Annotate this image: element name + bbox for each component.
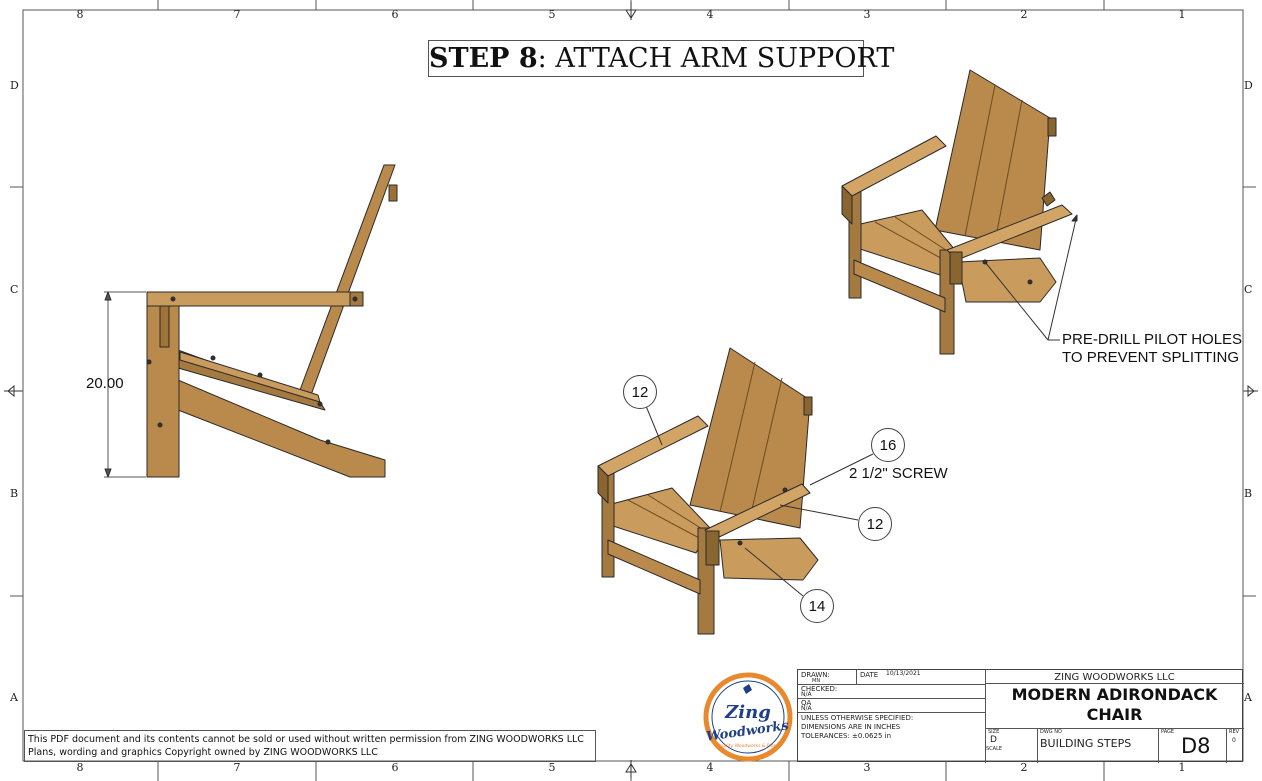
height-dimension: 20.00	[86, 375, 124, 392]
dwg-no-label: DWG NO	[1040, 729, 1062, 735]
date-value: 10/13/2021	[886, 670, 921, 677]
zone-column-label: 7	[233, 761, 241, 774]
drawing-title-line2: CHAIR	[1086, 705, 1143, 724]
part-balloon: 16	[871, 428, 905, 462]
date-label: DATE	[860, 671, 879, 679]
screw-callout: 2 1/2" SCREW	[849, 465, 948, 482]
drawing-title-line1: MODERN ADIRONDACK	[1011, 685, 1218, 704]
zone-row-label: A	[10, 691, 18, 704]
part-balloon: 14	[800, 589, 834, 623]
logo-badge: Zing Woodworks Quality Woodworks & Plans	[703, 672, 793, 762]
logo-tagline: Quality Woodworks & Plans	[717, 743, 779, 749]
zone-column-label: 8	[76, 8, 84, 21]
zone-row-label: B	[10, 487, 19, 500]
drawn-label: DRAWN:	[801, 671, 830, 679]
zone-row-label: A	[1244, 691, 1252, 704]
dwg-no-value: BUILDING STEPS	[1040, 737, 1132, 750]
zone-column-label: 4	[706, 761, 714, 774]
size-value: D	[990, 735, 997, 745]
step-number: STEP 8	[429, 43, 538, 74]
checked-value: N/A	[801, 691, 812, 698]
zone-row-label: C	[1244, 283, 1253, 296]
qa-value: N/A	[801, 705, 812, 712]
qa-label: QA	[801, 699, 812, 707]
checked-label: CHECKED:	[801, 685, 838, 693]
spec-line: TOLERANCES: ±0.0625 in	[801, 732, 892, 740]
zone-row-label: C	[10, 283, 19, 296]
zone-column-label: 2	[1020, 8, 1028, 21]
predrill-note-line1: PRE-DRILL PILOT HOLES	[1062, 331, 1243, 348]
zone-column-label: 6	[391, 8, 399, 21]
step-description: : ATTACH ARM SUPPORT	[537, 43, 895, 74]
zone-row-label: B	[1244, 487, 1253, 500]
zone-column-label: 4	[706, 8, 714, 21]
part-balloon: 12	[623, 375, 657, 409]
part-balloon: 12	[858, 507, 892, 541]
step-title: STEP 8: ATTACH ARM SUPPORT	[428, 40, 894, 77]
page-value: D8	[1181, 734, 1211, 758]
zone-column-label: 5	[548, 761, 556, 774]
zone-column-label: 5	[548, 8, 556, 21]
spec-line: DIMENSIONS ARE IN INCHES	[801, 723, 901, 731]
zone-column-label: 1	[1178, 761, 1186, 774]
zone-column-label: 3	[863, 8, 871, 21]
drawn-by: MN	[812, 678, 821, 684]
company-name: ZING WOODWORKS LLC	[1054, 672, 1175, 683]
scale-label: SCALE	[986, 746, 1003, 752]
zone-column-label: 2	[1020, 761, 1028, 774]
zone-column-label: 8	[76, 761, 84, 774]
zone-column-label: 6	[391, 761, 399, 774]
predrill-note-line2: TO PREVENT SPLITTING	[1062, 349, 1239, 366]
rev-label: REV	[1229, 729, 1240, 735]
zone-row-label: D	[10, 79, 19, 92]
logo-word-zing: Zing	[724, 702, 771, 723]
notice-line: This PDF document and its contents canno…	[28, 734, 584, 745]
notice-line: Plans, wording and graphics Copyright ow…	[28, 747, 378, 758]
page-label: PAGE	[1161, 729, 1175, 735]
spec-line: UNLESS OTHERWISE SPECIFIED:	[801, 714, 914, 722]
title-block: DRAWN: MN DATE 10/13/2021 CHECKED: N/A Q…	[797, 669, 1244, 763]
rev-value: 0	[1232, 737, 1236, 744]
zone-row-label: D	[1244, 79, 1253, 92]
zing-woodworks-logo: Zing Woodworks Quality Woodworks & Plans	[703, 672, 793, 762]
copyright-notice: This PDF document and its contents canno…	[24, 730, 596, 762]
zone-column-label: 1	[1178, 8, 1186, 21]
zone-column-label: 3	[863, 761, 871, 774]
zone-column-label: 7	[233, 8, 241, 21]
size-label: SIZE	[988, 729, 1000, 735]
